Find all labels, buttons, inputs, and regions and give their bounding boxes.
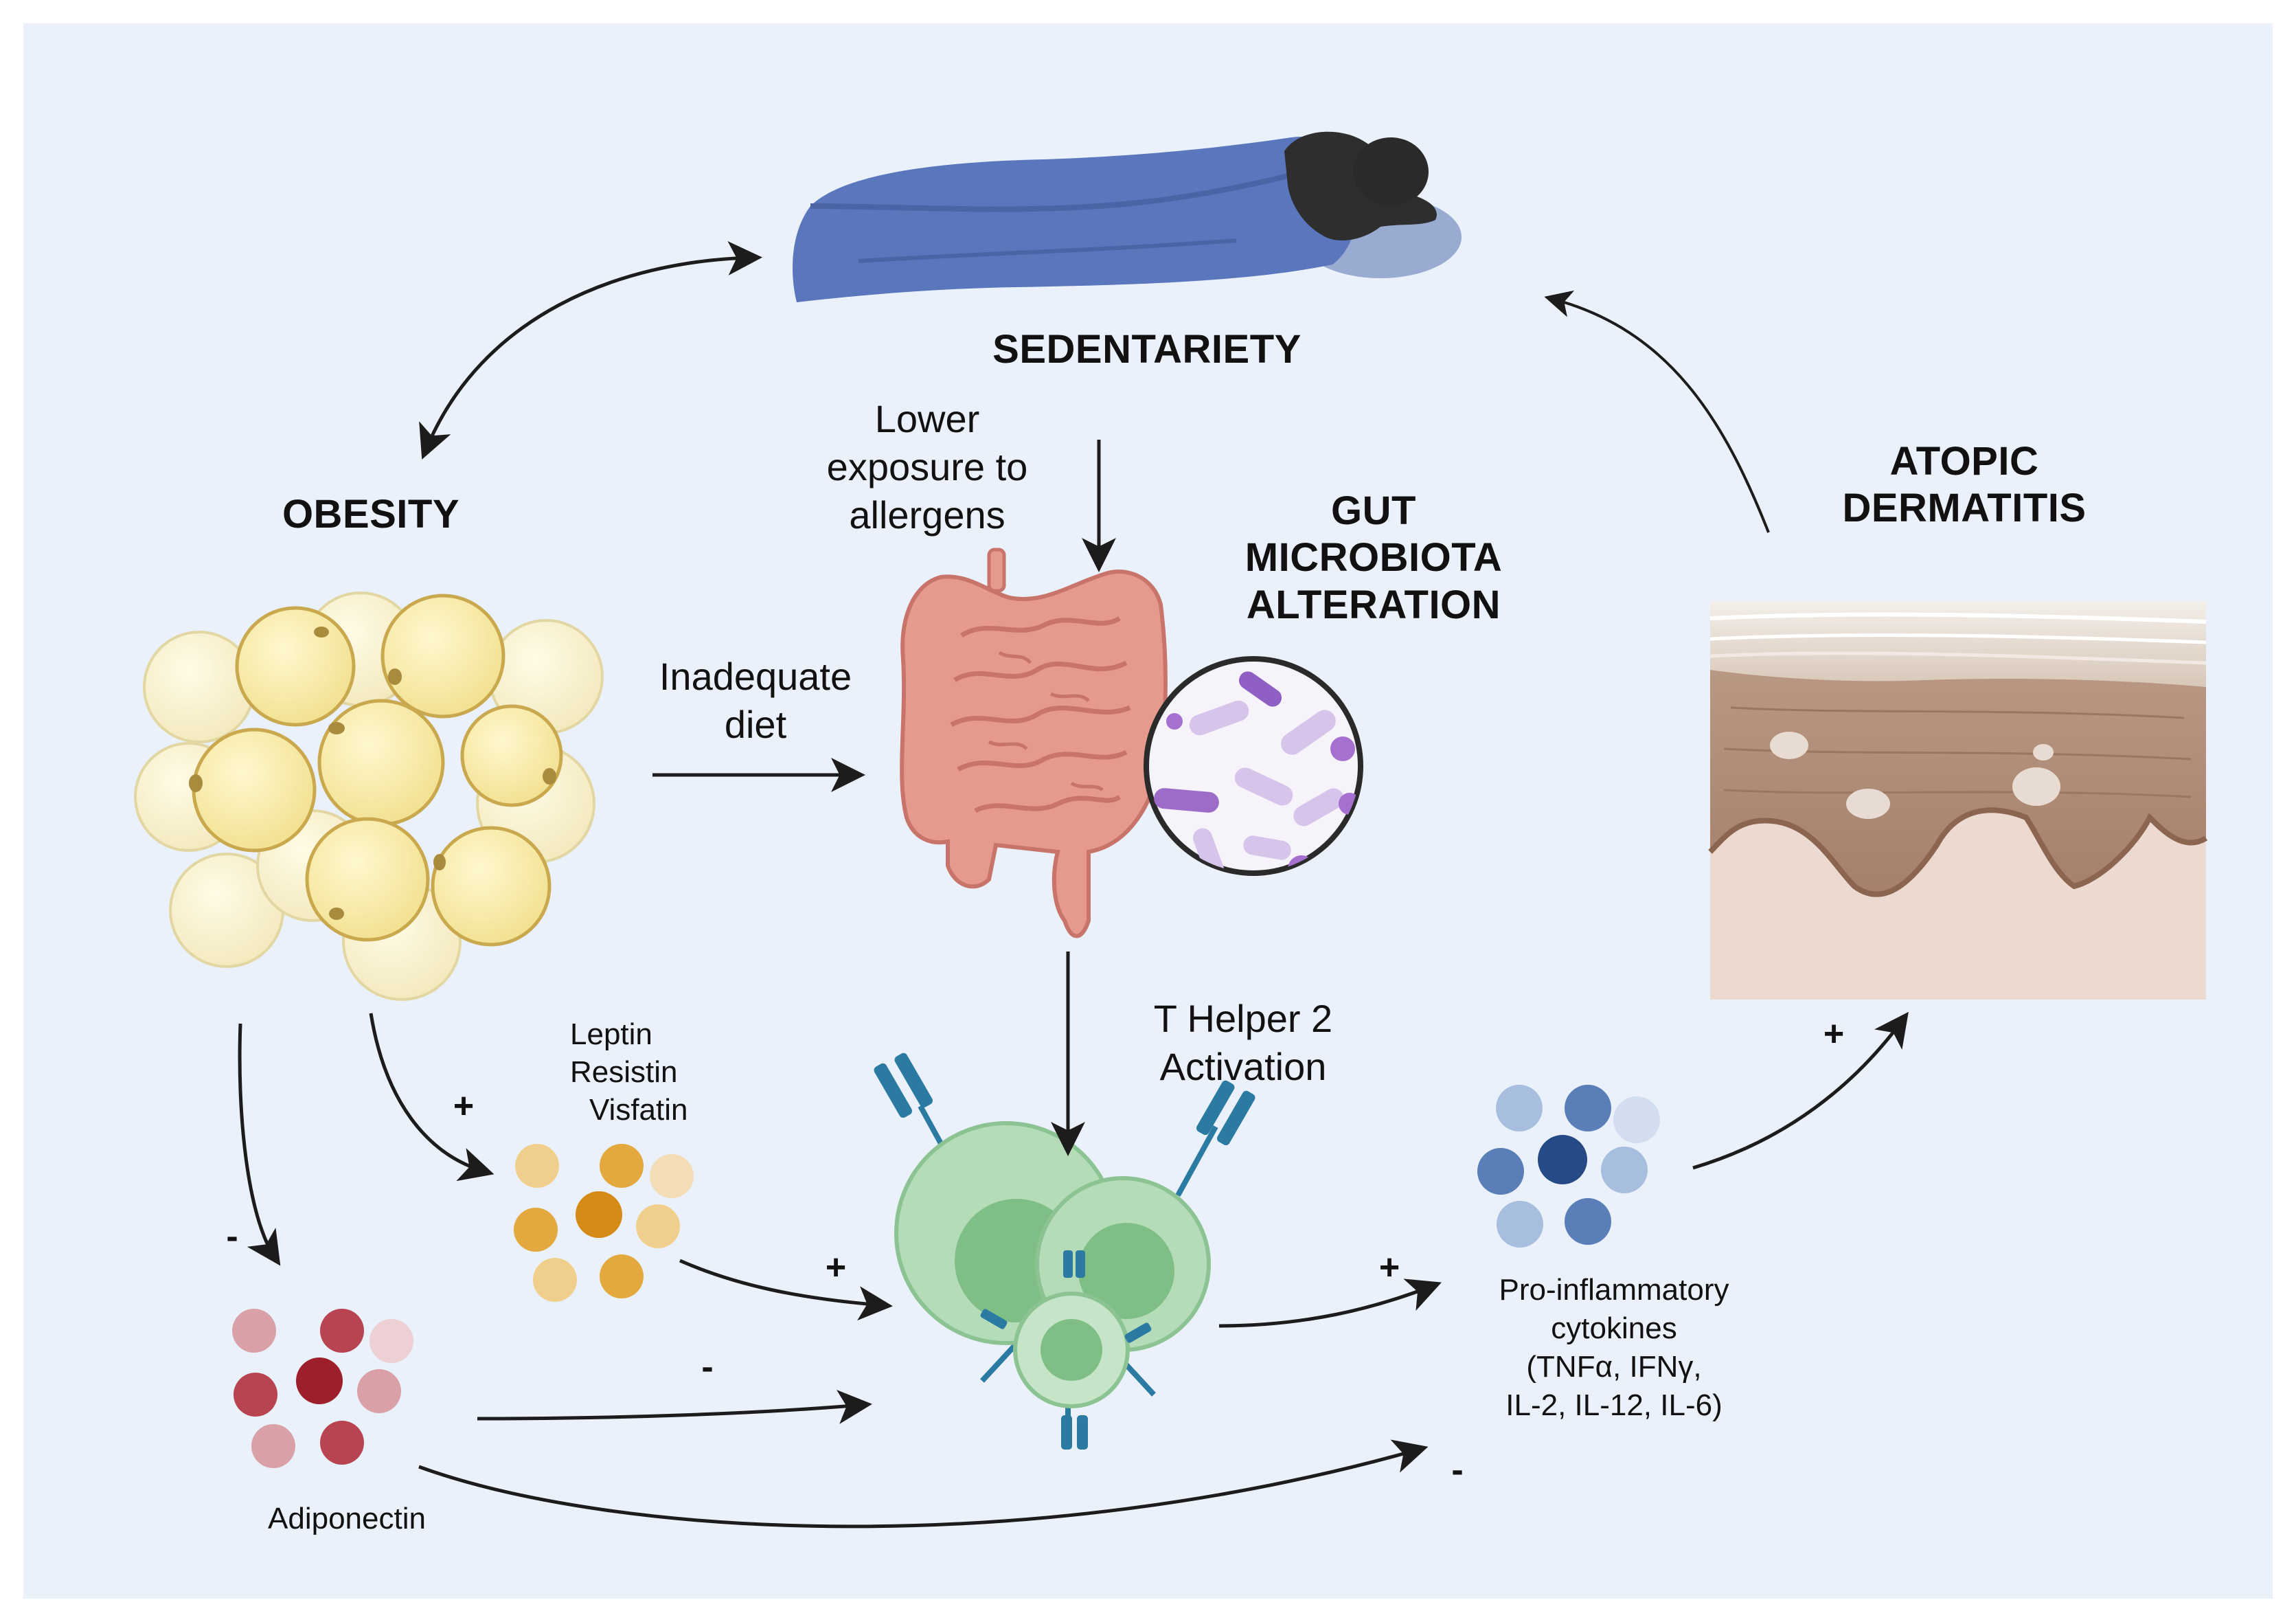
gut-label: GUT MICROBIOTA ALTERATION	[1181, 488, 1566, 629]
atopic-label-line1: ATOPIC	[1889, 439, 2039, 484]
diet-line1: Inadequate	[659, 655, 852, 698]
cytokines-line1: Pro-inflammatory	[1499, 1273, 1729, 1307]
obesity-label: OBESITY	[282, 492, 460, 537]
lower-exposure-label: Lower exposure to allergens	[790, 395, 1065, 539]
cytokines-line4: IL-2, IL-12, IL-6)	[1505, 1388, 1723, 1422]
cytokine-spheres	[1477, 1085, 1660, 1248]
sign-adiponectin-cytokines: -	[1451, 1450, 1464, 1490]
cytokines-label: Pro-inflammatory cytokines (TNFα, IFNγ, …	[1442, 1271, 1786, 1425]
arrow-th2-cytokines	[1218, 1279, 1442, 1328]
lower-exposure-line1: Lower	[874, 397, 980, 440]
cytokines-line2: cytokines	[1551, 1311, 1677, 1345]
arrow-obesity-adiponectin	[238, 1023, 281, 1266]
gut-label-line3: ALTERATION	[1246, 582, 1501, 627]
sign-obesity-adiponectin: -	[226, 1217, 238, 1257]
arrow-cytokines-dermatitis	[1692, 1011, 1909, 1170]
arrows	[238, 240, 1909, 1529]
sign-adipokines-th2: +	[825, 1248, 847, 1287]
adipokines-label: Leptin Resistin Visfatin	[543, 1015, 721, 1129]
diet-line2: diet	[724, 703, 787, 746]
sleeping-person-icon	[793, 131, 1462, 302]
cytokines-line3: (TNFα, IFNγ,	[1526, 1349, 1702, 1384]
gut-label-line2: MICROBIOTA	[1244, 535, 1503, 581]
lower-exposure-line2: exposure to	[826, 445, 1028, 488]
t-cell-cluster-icon	[874, 1052, 1255, 1450]
sedentariety-label: SEDENTARIETY	[992, 327, 1302, 372]
adiponectin-label: Adiponectin	[268, 1502, 426, 1535]
atopic-dermatitis-label: ATOPIC DERMATITIS	[1786, 438, 2143, 532]
adipokine-spheres	[514, 1144, 694, 1302]
sign-adiponectin-th2: -	[701, 1347, 714, 1387]
arrow-obesity-adipokines	[369, 1013, 495, 1182]
resistin-label: Resistin	[570, 1055, 678, 1089]
adiponectin-spheres	[232, 1309, 413, 1468]
lower-exposure-line3: allergens	[849, 493, 1005, 537]
arrow-sedentariety-obesity	[419, 240, 762, 460]
th2-activation-label: T Helper 2 Activation	[1106, 995, 1380, 1091]
visfatin-label: Visfatin	[589, 1093, 688, 1127]
sign-th2-cytokines: +	[1378, 1248, 1400, 1287]
leptin-label: Leptin	[570, 1017, 652, 1051]
th2-line1: T Helper 2	[1153, 997, 1333, 1040]
th2-line2: Activation	[1159, 1045, 1327, 1088]
arrow-adiponectin-cytokines	[418, 1439, 1429, 1529]
inadequate-diet-label: Inadequate diet	[618, 653, 893, 749]
bacteria-magnifier-icon	[1144, 656, 1363, 876]
sign-cytokines-dermatitis: +	[1823, 1014, 1845, 1054]
sign-obesity-adipokines: +	[453, 1086, 475, 1126]
arrow-adipokines-th2	[679, 1259, 893, 1321]
skin-cross-section-icon	[1708, 601, 2208, 1000]
fat-cells-icon	[134, 592, 604, 1001]
intestine-icon	[900, 548, 1168, 938]
arrow-dermatitis-sedentariety	[1544, 290, 1770, 533]
arrow-adiponectin-th2	[477, 1390, 872, 1424]
atopic-label-line2: DERMATITIS	[1842, 486, 2087, 531]
gut-label-line1: GUT	[1331, 488, 1416, 533]
